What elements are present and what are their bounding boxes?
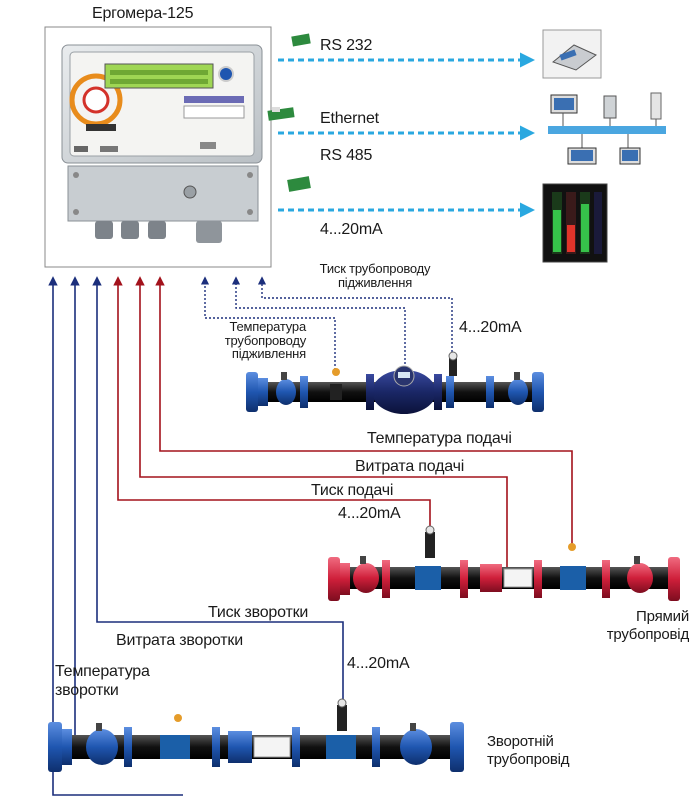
return-flow-meter: [253, 736, 291, 758]
feed-temperature-label: Температура трубопроводу підживлення: [224, 319, 306, 362]
wire-return-pressure: [92, 276, 344, 705]
return-temperature-label: Температура зворотки: [55, 663, 150, 699]
lcd-display: [104, 63, 214, 89]
feed-temperature-sensor: [332, 368, 340, 376]
return-pipeline: [48, 698, 464, 772]
supply-pressure-sensor: [425, 532, 435, 558]
analog-module-icon: [287, 176, 311, 192]
feed-pipeline: [246, 351, 544, 414]
feed-signal-label: 4...20mA: [459, 319, 522, 336]
return-temperature-sensor: [174, 714, 182, 722]
return-pressure-label: Тиск зворотки: [208, 604, 309, 621]
wire-supply-pressure: [113, 276, 431, 528]
supply-flow-label: Витрата подачі: [355, 458, 465, 475]
supply-line-name: Прямий трубопровід: [606, 608, 690, 643]
return-signal-label: 4...20mA: [347, 655, 410, 672]
wire-feed-flow: [231, 276, 406, 364]
ethernet-module-icon: [267, 107, 295, 121]
rs232-module-icon: [291, 33, 311, 47]
modem-icon: [542, 29, 602, 79]
return-flow-label: Витрата зворотки: [116, 632, 243, 649]
wire-supply-temperature: [155, 276, 573, 545]
feed-pressure-label: Тиск трубопроводу підживлення: [319, 261, 431, 290]
device-title: Ергомера-125: [92, 5, 194, 22]
analog-output-label: 4...20mA: [320, 221, 383, 238]
rs232-label: RS 232: [320, 37, 373, 54]
energy-meter-device: [61, 44, 263, 243]
supply-pressure-label: Тиск подачі: [311, 482, 394, 499]
supply-pipeline: [328, 525, 680, 601]
supply-flow-meter: [503, 568, 533, 588]
ethernet-label: Ethernet: [320, 110, 379, 127]
return-pressure-sensor: [337, 705, 347, 731]
indicator-panel-icon: [542, 183, 608, 263]
supply-temperature-label: Температура подачі: [367, 430, 512, 447]
return-line-name: Зворотній трубопровід: [487, 733, 570, 768]
wire-feed-pressure: [257, 276, 453, 360]
network-icon: [548, 92, 666, 165]
wire-return-temperature: [48, 276, 183, 796]
supply-signal-label: 4...20mA: [338, 505, 401, 522]
rs485-label: RS 485: [320, 147, 373, 164]
supply-temperature-sensor: [568, 543, 576, 551]
wire-feed-temperature: [200, 276, 336, 370]
wire-supply-flow: [135, 276, 508, 575]
feed-pressure-sensor: [449, 358, 457, 376]
